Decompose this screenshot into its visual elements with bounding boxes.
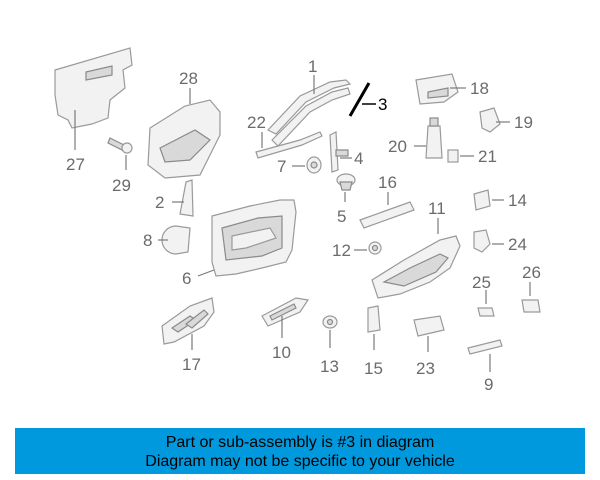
part-18: 18 [415, 73, 489, 105]
callout-13: 13 [320, 357, 339, 376]
part-8: 8 [143, 225, 191, 255]
part-11: 11 [371, 199, 461, 299]
part-28: 28 [147, 69, 221, 179]
caption-line-1: Part or sub-assembly is #3 in diagram [165, 434, 435, 451]
callout-28: 28 [179, 69, 198, 88]
part-1: 1 [267, 57, 352, 147]
part-10: 10 [261, 297, 310, 362]
callout-7: 7 [277, 157, 286, 176]
callout-23: 23 [416, 359, 435, 378]
part-19: 19 [479, 107, 533, 133]
part-24: 24 [473, 229, 527, 254]
callout-8: 8 [143, 231, 152, 250]
part-29: 29 [107, 137, 133, 195]
part-3: 3 [348, 82, 387, 117]
part-5: 5 [336, 173, 356, 226]
part-22: 22 [247, 113, 323, 159]
part-12: 12 [332, 241, 382, 260]
part-7: 7 [277, 156, 322, 176]
callout-16: 16 [378, 173, 397, 192]
part-20: 20 [388, 117, 443, 159]
part-27: 27 [54, 47, 133, 174]
callout-21: 21 [478, 147, 497, 166]
part-26: 26 [521, 263, 541, 313]
callout-1: 1 [308, 57, 317, 76]
callout-14: 14 [508, 191, 527, 210]
callout-19: 19 [514, 113, 533, 132]
parts-diagram: 27 28 29 22 1 3 4 [54, 47, 541, 394]
part-14: 14 [473, 189, 527, 211]
part-9: 9 [467, 339, 503, 394]
caption-bar: Part or sub-assembly is #3 in diagram Di… [15, 428, 585, 474]
caption-line-2: Diagram may not be specific to your vehi… [145, 453, 455, 470]
part-4: 4 [329, 131, 363, 173]
callout-27: 27 [66, 155, 85, 174]
part-17: 17 [161, 297, 215, 374]
part-15: 15 [364, 305, 383, 378]
part-13: 13 [320, 315, 339, 376]
callout-5: 5 [337, 207, 346, 226]
callout-9: 9 [484, 375, 493, 394]
callout-25: 25 [472, 273, 491, 292]
part-25: 25 [472, 273, 495, 317]
callout-18: 18 [470, 79, 489, 98]
callout-26: 26 [522, 263, 541, 282]
callout-4: 4 [354, 149, 363, 168]
callout-12: 12 [332, 241, 351, 260]
part-16: 16 [359, 173, 415, 229]
callout-3: 3 [378, 95, 387, 114]
callout-6: 6 [182, 269, 191, 288]
callout-10: 10 [272, 343, 291, 362]
callout-11: 11 [428, 199, 446, 218]
part-23: 23 [413, 315, 445, 378]
part-6: 6 [182, 199, 297, 288]
callout-20: 20 [388, 137, 407, 156]
callout-24: 24 [508, 235, 527, 254]
callout-29: 29 [112, 176, 131, 195]
callout-15: 15 [364, 359, 383, 378]
part-21: 21 [447, 147, 497, 166]
callout-17: 17 [182, 355, 201, 374]
callout-22: 22 [247, 113, 266, 132]
callout-2: 2 [155, 193, 164, 212]
highlighted-part-3 [348, 82, 371, 117]
part-2: 2 [155, 179, 194, 217]
